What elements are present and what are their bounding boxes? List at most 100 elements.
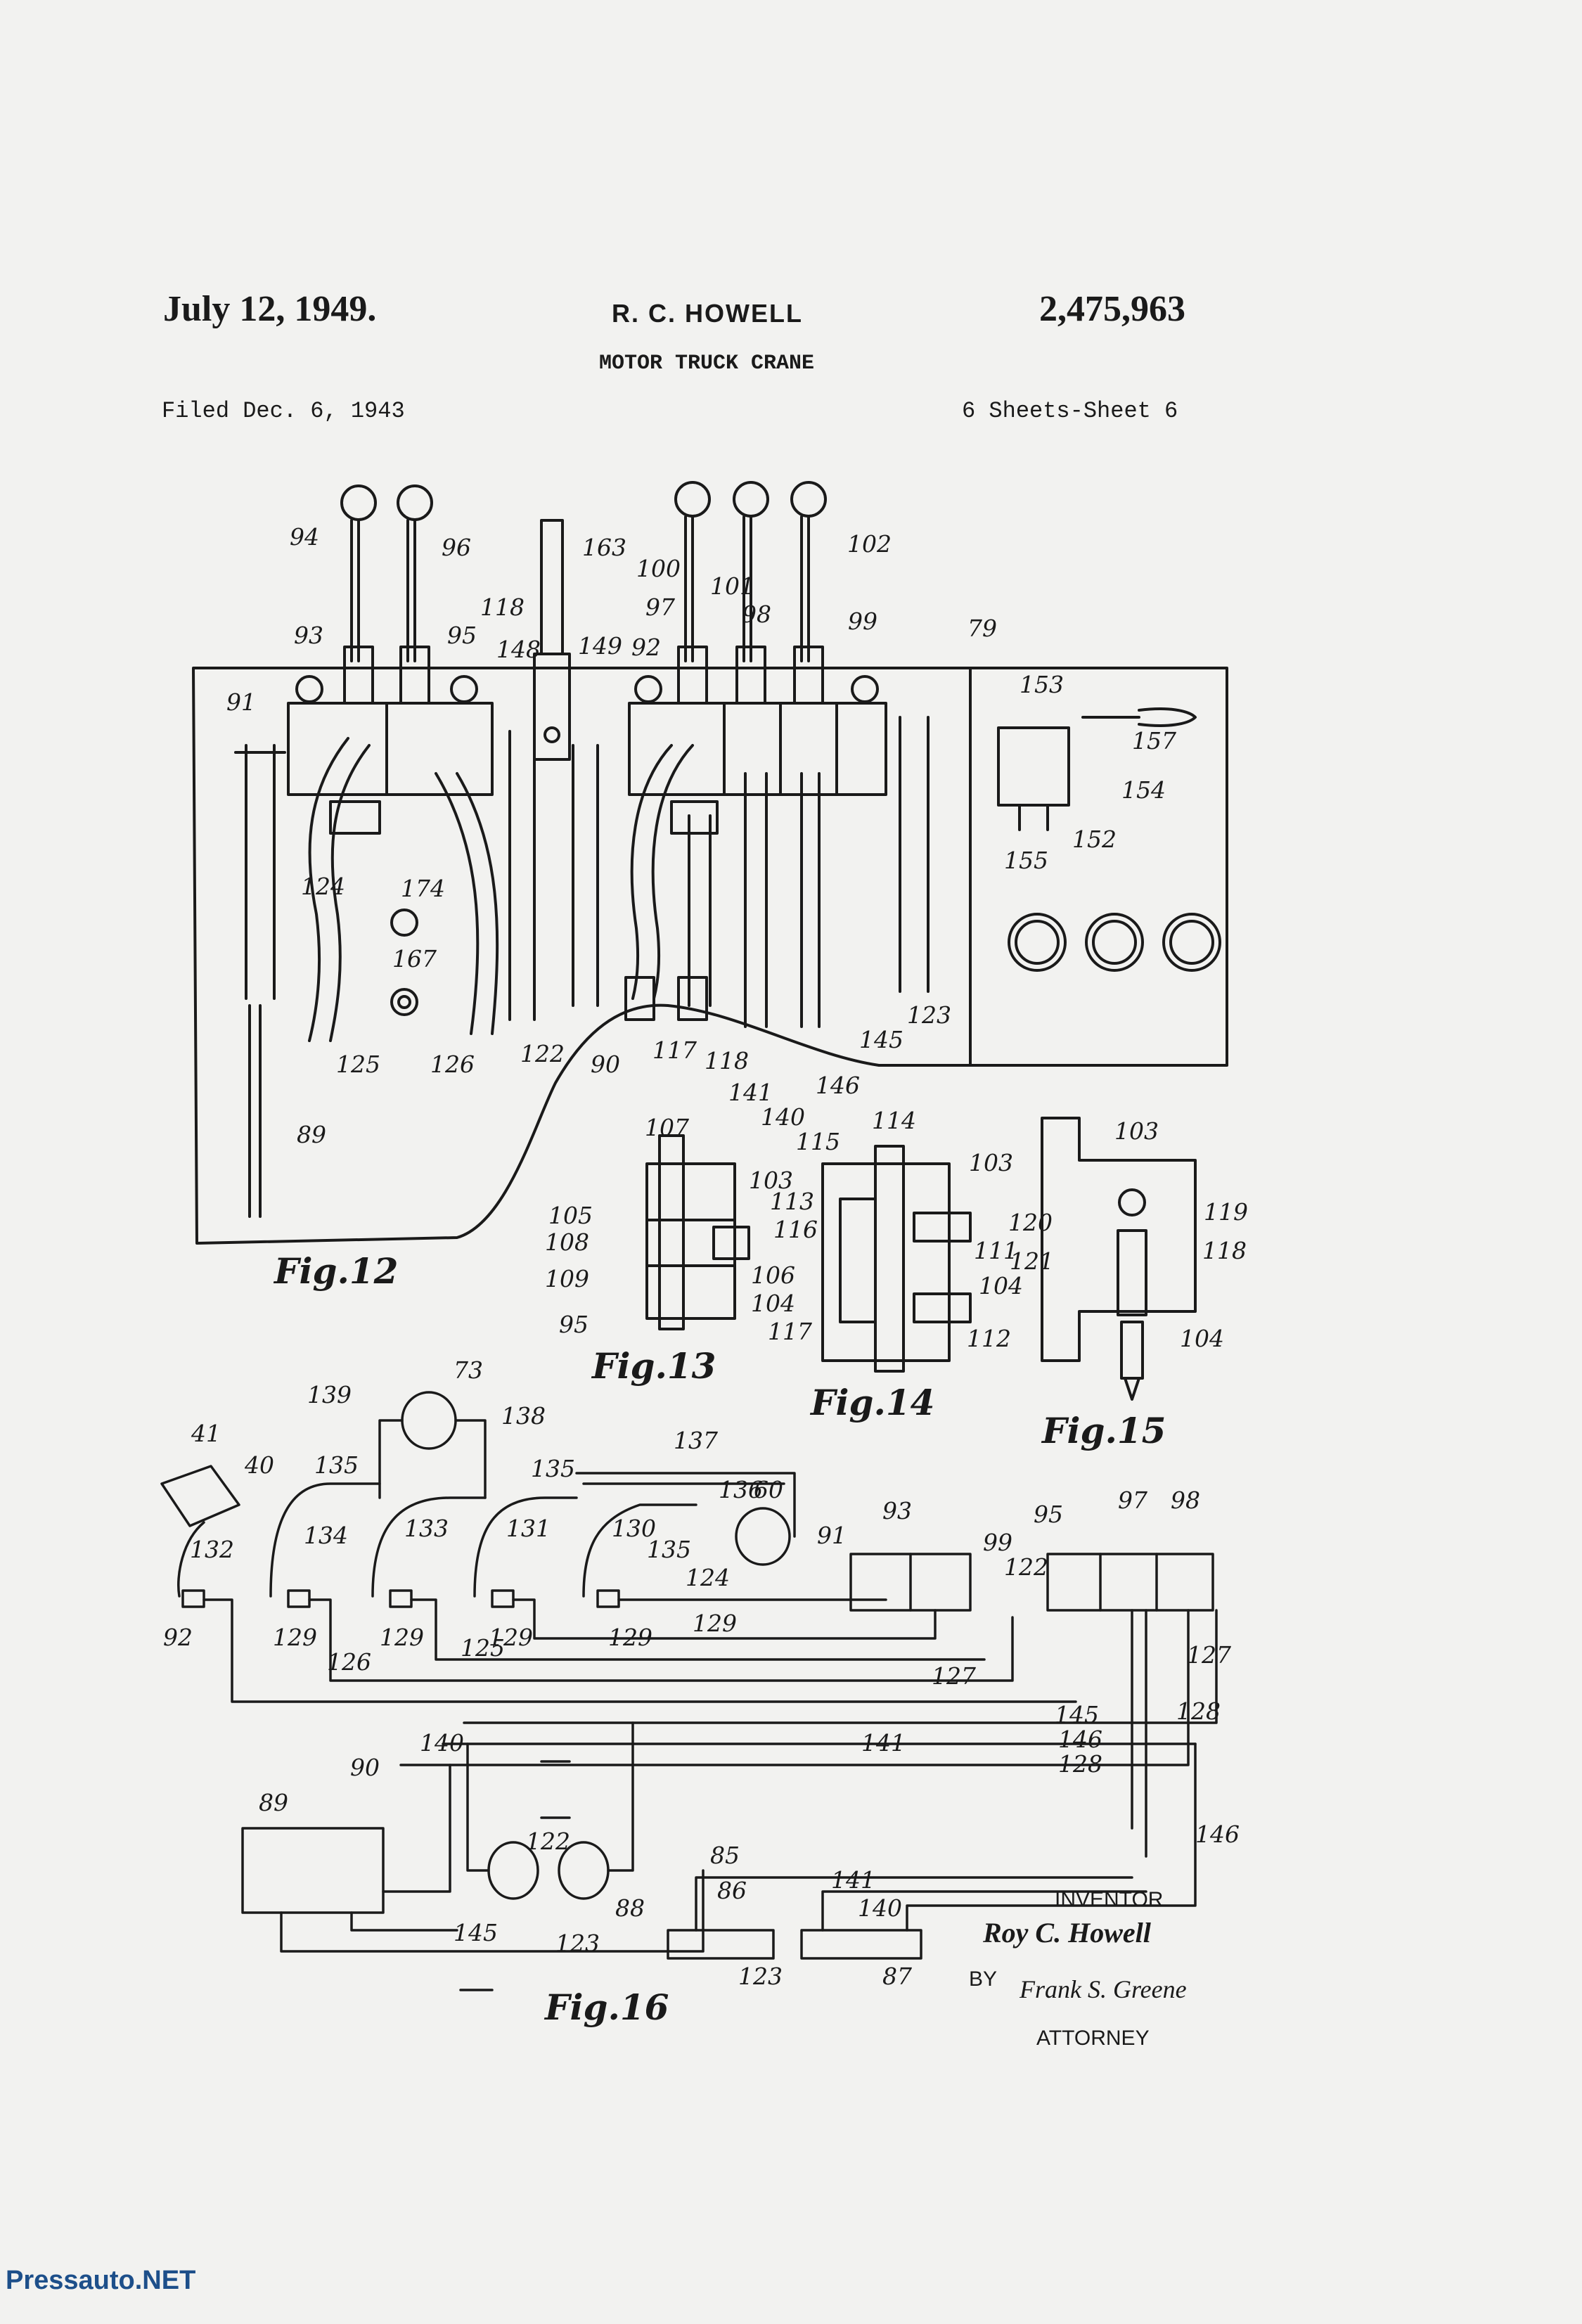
reference-numeral-fig16: 98	[1171, 1487, 1200, 1514]
reference-numeral-fig16: 131	[506, 1515, 551, 1542]
reference-numeral-fig16: 135	[314, 1451, 359, 1479]
reference-numeral-fig16: 93	[882, 1497, 912, 1524]
reference-numeral-fig13: 107	[645, 1114, 689, 1141]
reference-numeral-fig12: 97	[645, 593, 675, 621]
reference-numeral-fig16: 126	[327, 1648, 371, 1676]
patent-date: July 12, 1949.	[163, 289, 377, 329]
attorney-label: ATTORNEY	[1036, 2027, 1150, 2050]
inventor-name: R. C. HOWELL	[612, 299, 803, 328]
reference-numeral-fig12: 152	[1072, 826, 1117, 853]
reference-numeral-fig14: 117	[768, 1318, 812, 1345]
reference-numeral-fig16: 127	[932, 1662, 976, 1690]
reference-numeral-fig16: 123	[555, 1930, 600, 1957]
reference-numeral-fig12: 100	[636, 555, 681, 582]
reference-numeral-fig16: 92	[163, 1624, 193, 1651]
reference-numeral-fig16: 125	[461, 1634, 505, 1662]
reference-numeral-fig12: 117	[652, 1036, 697, 1064]
reference-numeral-fig16: 91	[817, 1522, 847, 1549]
reference-numeral-fig12: 95	[447, 622, 477, 649]
patent-subject: MOTOR TRUCK CRANE	[599, 352, 815, 375]
reference-numeral-fig16: 86	[717, 1877, 747, 1904]
reference-numeral-fig16: 87	[882, 1963, 912, 1990]
fig16-caption: Fig.16	[544, 1986, 669, 2028]
reference-numeral-fig12: 163	[582, 534, 626, 561]
reference-numeral-fig12: 101	[710, 572, 754, 600]
reference-numeral-fig13: 109	[545, 1265, 589, 1292]
reference-numeral-fig16: 145	[1055, 1701, 1099, 1728]
reference-numeral-fig16: 129	[380, 1624, 424, 1651]
reference-numeral-fig15: 103	[1114, 1117, 1159, 1145]
sheet-count: 6 Sheets-Sheet 6	[962, 398, 1178, 424]
watermark: Pressauto.NET	[6, 2266, 196, 2295]
reference-numeral-fig16: 138	[501, 1402, 546, 1430]
reference-numeral-fig12: 149	[578, 632, 622, 660]
fig12-panel	[192, 481, 1228, 1245]
reference-numeral-fig15: 120	[1008, 1209, 1053, 1236]
reference-numeral-fig12: 92	[631, 634, 661, 661]
reference-numeral-fig16: 99	[983, 1529, 1012, 1556]
reference-numeral-fig16: 127	[1187, 1641, 1231, 1669]
reference-numeral-fig12: 93	[294, 622, 323, 649]
reference-numeral-fig13: 106	[751, 1261, 795, 1289]
reference-numeral-fig16: 89	[259, 1789, 288, 1816]
reference-numeral-fig14: 111	[974, 1237, 1018, 1264]
reference-numeral-fig12: 102	[847, 530, 892, 558]
reference-numeral-fig12: 124	[301, 873, 345, 900]
reference-numeral-fig13: 103	[749, 1167, 793, 1194]
reference-numeral-fig14: 104	[979, 1272, 1023, 1299]
reference-numeral-fig16: 129	[489, 1624, 533, 1651]
reference-numeral-fig12: 141	[728, 1079, 773, 1106]
reference-numeral-fig12: 90	[591, 1051, 620, 1078]
reference-numeral-fig12: 122	[520, 1040, 565, 1067]
by-label: BY	[969, 1967, 998, 1991]
reference-numeral-fig12: 98	[742, 601, 771, 628]
fig12-caption: Fig.12	[273, 1250, 398, 1292]
reference-numeral-fig13: 108	[545, 1228, 589, 1256]
reference-numeral-fig12: 146	[816, 1072, 860, 1099]
reference-numeral-fig16: 60	[754, 1476, 783, 1503]
attorney-signature: Frank S. Greene	[1020, 1975, 1187, 2003]
reference-numeral-fig12: 99	[848, 608, 877, 635]
reference-numeral-fig12: 123	[907, 1001, 951, 1029]
reference-numeral-fig12: 96	[442, 534, 471, 561]
reference-numeral-fig12: 126	[430, 1051, 475, 1078]
reference-numeral-fig14: 116	[773, 1216, 818, 1243]
reference-numeral-fig12: 79	[967, 615, 997, 642]
reference-numeral-fig13: 104	[751, 1290, 795, 1317]
reference-numeral-fig14: 115	[796, 1128, 840, 1155]
filed-date: Filed Dec. 6, 1943	[162, 398, 405, 424]
patent-number: 2,475,963	[1039, 289, 1185, 329]
reference-numeral-fig12: 167	[392, 945, 437, 972]
inventor-signature: Roy C. Howell	[983, 1917, 1151, 1949]
reference-numeral-fig14: 113	[770, 1188, 814, 1215]
reference-numeral-fig16: 128	[1176, 1697, 1221, 1725]
reference-numeral-fig15: 104	[1180, 1325, 1224, 1352]
reference-numeral-fig16: 135	[531, 1455, 575, 1482]
reference-numeral-fig16: 130	[612, 1515, 656, 1542]
reference-numeral-fig12: 91	[226, 688, 256, 716]
reference-numeral-fig15: 121	[1010, 1247, 1054, 1275]
reference-numeral-fig12: 153	[1020, 671, 1064, 698]
reference-numeral-fig16: 90	[350, 1754, 380, 1781]
reference-numeral-fig16: 88	[615, 1894, 645, 1922]
reference-numeral-fig16: 141	[861, 1729, 906, 1757]
reference-numeral-fig16: 146	[1195, 1821, 1240, 1848]
reference-numeral-fig12: 148	[496, 636, 541, 663]
reference-numeral-fig16: 128	[1058, 1750, 1102, 1778]
reference-numeral-fig16: 140	[420, 1729, 464, 1757]
reference-numeral-fig16: 129	[693, 1610, 737, 1637]
reference-numeral-fig12: 155	[1004, 847, 1048, 874]
reference-numeral-fig16: 122	[1004, 1553, 1048, 1581]
reference-numeral-fig16: 141	[831, 1866, 875, 1894]
reference-numeral-fig16: 129	[273, 1624, 317, 1651]
reference-numeral-fig12: 118	[705, 1047, 749, 1074]
reference-numeral-fig16: 135	[647, 1536, 691, 1563]
reference-numeral-fig16: 145	[454, 1919, 498, 1946]
reference-numeral-fig12: 125	[336, 1051, 380, 1078]
reference-numeral-fig16: 40	[244, 1451, 274, 1479]
reference-numeral-fig16: 85	[710, 1842, 740, 1869]
reference-numeral-fig12: 118	[480, 593, 525, 621]
reference-numeral-fig16: 124	[686, 1564, 730, 1591]
